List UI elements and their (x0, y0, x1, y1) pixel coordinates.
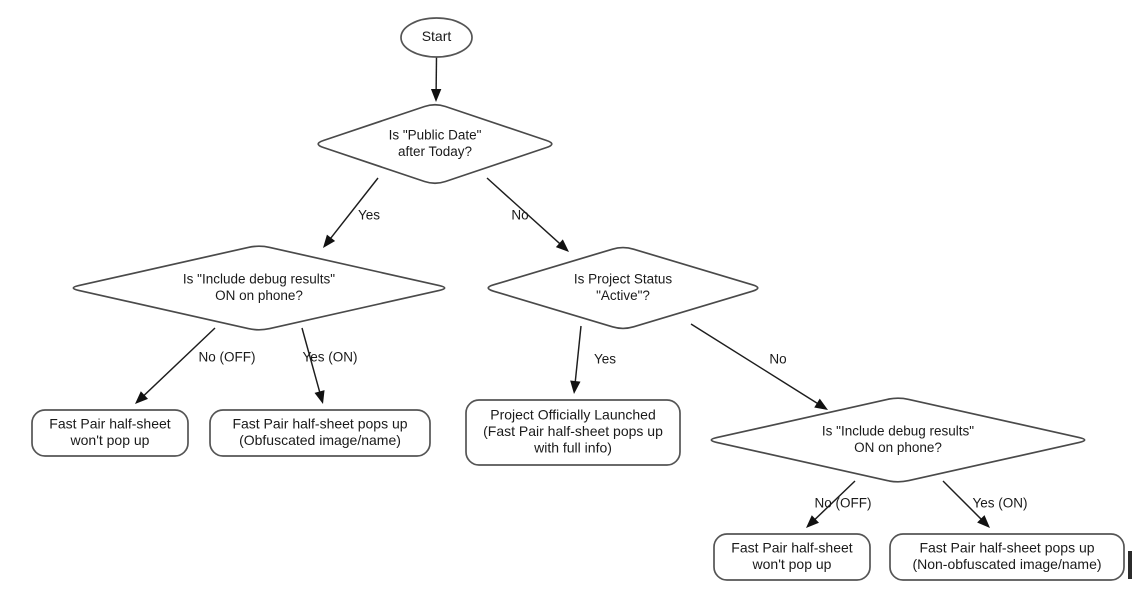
edge-line (690, 323, 822, 407)
edge-arrowhead (430, 88, 442, 102)
edge-label-e-debugright-nopopup: No (OFF) (815, 496, 872, 511)
node-obfuscated-popup[interactable]: Fast Pair half-sheet pops up(Obfuscated … (209, 409, 431, 457)
edge-line (486, 177, 564, 248)
edge-label-e-debugleft-obfuscated: Yes (ON) (302, 350, 357, 365)
node-label-no-popup-left: won't pop up (70, 432, 150, 448)
edge-e-debugright-nopopup (806, 480, 856, 528)
edge-arrowhead (555, 239, 569, 252)
edge-line (574, 325, 582, 387)
edge-arrowhead (814, 398, 828, 410)
edge-label-e-publicdate-projectstatus: No (511, 208, 528, 223)
node-label-obfuscated-popup: (Obfuscated image/name) (239, 432, 401, 448)
node-label-public-date: Is "Public Date" (389, 127, 482, 142)
node-shape-diamond (710, 397, 1086, 483)
node-shape-ellipse (400, 17, 473, 58)
node-label-launched: with full info) (533, 440, 612, 456)
node-label-launched: (Fast Pair half-sheet pops up (483, 423, 663, 439)
edge-label-e-projectstatus-debugright: No (769, 352, 786, 367)
node-label-public-date: after Today? (398, 144, 472, 159)
node-launched[interactable]: Project Officially Launched(Fast Pair ha… (465, 399, 681, 466)
node-label-nonobfuscated-popup: Fast Pair half-sheet pops up (919, 539, 1094, 555)
nodes-layer: Start Is "Public Date" after Today? Is "Inc… (31, 17, 1125, 581)
edge-e-publicdate-debugleft (323, 177, 379, 248)
edge-e-start-publicdate (430, 56, 442, 102)
node-label-start: Start (422, 28, 452, 44)
edge-e-projectstatus-launched (570, 325, 582, 394)
node-label-debug-right: ON on phone? (854, 440, 942, 455)
edge-e-debugleft-nopopup (135, 327, 216, 404)
node-label-obfuscated-popup: Fast Pair half-sheet pops up (232, 415, 407, 431)
edge-line (327, 177, 379, 243)
edge-label-e-debugright-nonobfuscated: Yes (ON) (972, 496, 1027, 511)
node-nonobfuscated-popup[interactable]: Fast Pair half-sheet pops up(Non-obfusca… (889, 533, 1125, 581)
edge-line (140, 327, 216, 399)
edge-e-debugleft-obfuscated (301, 327, 325, 404)
node-shape-rounded-rect (209, 409, 431, 457)
page-edge-mark (1128, 551, 1132, 579)
edge-arrowhead (135, 391, 149, 404)
edge-e-projectstatus-debugright (690, 323, 828, 410)
node-label-no-popup-right: won't pop up (752, 556, 832, 572)
node-label-debug-right: Is "Include debug results" (822, 423, 974, 438)
edge-label-e-debugleft-nopopup: No (OFF) (199, 350, 256, 365)
edge-e-debugright-nonobfuscated (942, 480, 990, 528)
node-shape-rounded-rect (889, 533, 1125, 581)
node-shape-diamond (317, 103, 553, 185)
node-project-status[interactable]: Is Project Status "Active"? (487, 246, 759, 330)
node-label-debug-left: ON on phone? (215, 288, 303, 303)
node-shape-rounded-rect (465, 399, 681, 466)
node-debug-right[interactable]: Is "Include debug results" ON on phone? (710, 397, 1086, 483)
edge-arrowhead (323, 234, 336, 248)
edge-arrowhead (570, 380, 581, 394)
node-label-no-popup-left: Fast Pair half-sheet (49, 415, 170, 431)
node-shape-diamond (72, 245, 446, 331)
node-public-date[interactable]: Is "Public Date" after Today? (317, 103, 553, 185)
edge-arrowhead (806, 515, 819, 528)
node-debug-left[interactable]: Is "Include debug results" ON on phone? (72, 245, 446, 331)
edge-arrowhead (977, 515, 990, 528)
edge-label-e-publicdate-debugleft: Yes (358, 208, 380, 223)
node-label-project-status: Is Project Status (574, 271, 673, 286)
node-label-launched: Project Officially Launched (490, 407, 656, 423)
node-label-no-popup-right: Fast Pair half-sheet (731, 539, 852, 555)
node-shape-rounded-rect (713, 533, 871, 581)
edge-arrowhead (314, 390, 325, 404)
edge-line (811, 480, 856, 523)
edges-layer (135, 56, 990, 528)
node-label-debug-left: Is "Include debug results" (183, 271, 335, 286)
edge-line (301, 327, 322, 397)
node-start[interactable]: Start (400, 17, 473, 58)
node-label-project-status: "Active"? (596, 288, 650, 303)
node-shape-rounded-rect (31, 409, 189, 457)
node-shape-diamond (487, 246, 759, 330)
edge-label-e-projectstatus-launched: Yes (594, 352, 616, 367)
edge-line (942, 480, 985, 523)
node-label-nonobfuscated-popup: (Non-obfuscated image/name) (912, 556, 1101, 572)
edge-e-publicdate-projectstatus (486, 177, 569, 252)
